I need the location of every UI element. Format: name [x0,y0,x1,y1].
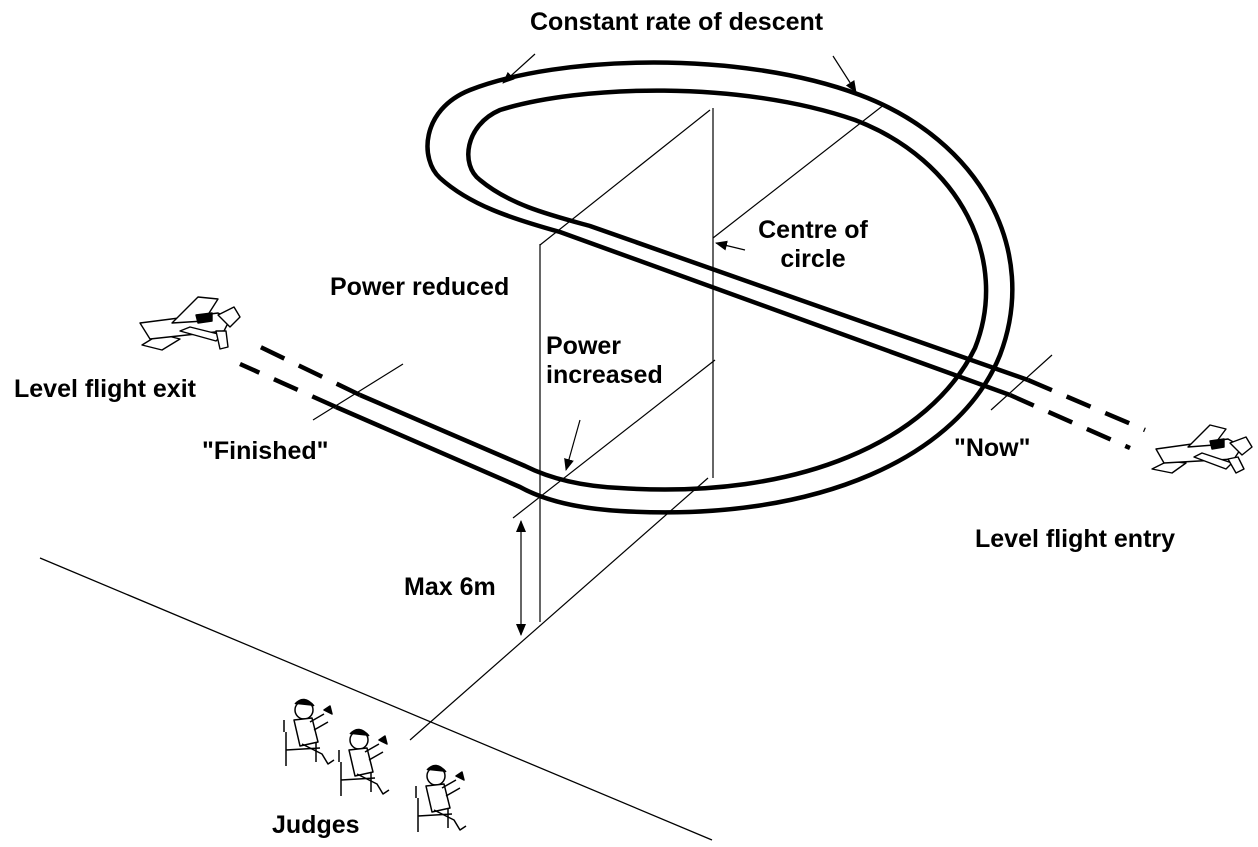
arrow-icon [502,53,536,84]
judge-icon [415,764,467,832]
arrow-icon [715,240,746,251]
label-level-flight-exit: Level flight exit [14,375,196,403]
label-now: "Now" [954,434,1031,462]
judges-group [283,698,467,832]
label-max-height: Max 6m [404,573,496,601]
label-constant-rate: Constant rate of descent [530,8,824,36]
ground-line [39,557,713,841]
label-level-flight-entry: Level flight entry [975,525,1176,553]
judge-icon [283,698,335,766]
label-centre-line1: Centre of [758,216,868,244]
flight-path-outer [335,60,1015,515]
label-centre-of-circle: Centre of circle [738,216,888,274]
arrow-icon [832,55,857,93]
flight-path-inner [359,88,1029,492]
label-centre-line2: circle [780,245,846,273]
arrow-icon [564,419,581,471]
label-finished: "Finished" [202,437,329,465]
pointer-arrows [502,53,857,636]
label-judges: Judges [272,811,360,839]
label-power-increased-line2: increased [546,361,663,389]
entry-exit-dashes [239,339,1146,451]
aircraft-entry-icon [1151,424,1253,474]
label-power-increased-line1: Power [546,332,622,360]
judge-icon [338,728,390,796]
label-power-increased: Power increased [546,332,663,390]
label-power-reduced: Power reduced [330,273,510,301]
aircraft-exit-icon [139,296,241,351]
reference-lines [312,103,1053,741]
